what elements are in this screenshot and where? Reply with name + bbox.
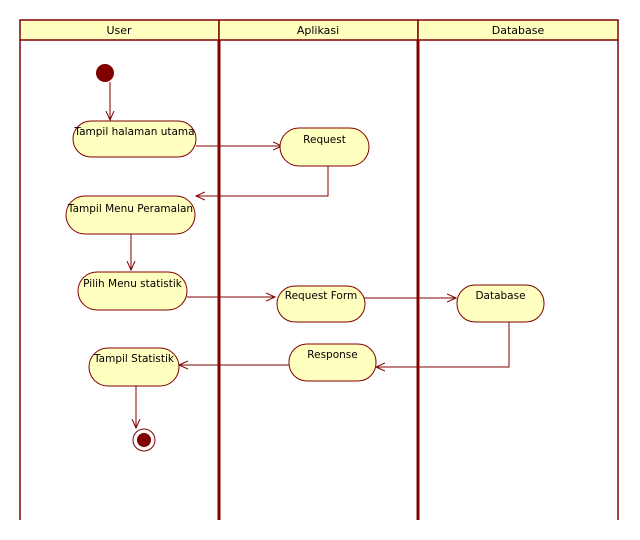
activity-tampil-menu-peramalan: Tampil Menu Peramalan <box>65 195 196 235</box>
activity-label: Database <box>475 290 525 302</box>
activity-label: Tampil Statistik <box>93 353 175 365</box>
activity-pilih-menu-statistik: Pilih Menu statistik <box>77 271 188 311</box>
swimlane-label-user: User <box>106 24 132 37</box>
flow-request-to-menu-peramalan <box>196 166 329 196</box>
swimlane-header-aplikasi: Aplikasi <box>218 19 419 41</box>
activity-label: Response <box>307 349 357 361</box>
activity-label: Request Form <box>285 290 357 302</box>
swimlane-label-database: Database <box>492 24 545 37</box>
activity-request: Request <box>279 127 370 167</box>
activity-database: Database <box>456 284 545 323</box>
activity-label: Tampil Menu Peramalan <box>67 203 193 215</box>
activity-label: Tampil halaman utama <box>73 126 194 138</box>
activity-tampil-halaman-utama: Tampil halaman utama <box>72 120 197 158</box>
activity-label: Request <box>303 134 346 146</box>
activity-tampil-statistik: Tampil Statistik <box>88 347 180 387</box>
flows <box>110 82 510 428</box>
initial-node <box>96 64 114 82</box>
flow-database-to-response <box>376 322 510 367</box>
final-node <box>132 428 156 452</box>
swimlane-header-database: Database <box>417 19 619 41</box>
activity-request-form: Request Form <box>276 285 366 323</box>
swimlane-label-aplikasi: Aplikasi <box>297 24 339 37</box>
activity-response: Response <box>288 343 377 382</box>
activity-label: Pilih Menu statistik <box>83 278 183 290</box>
swimlane-header-user: User <box>19 19 220 41</box>
